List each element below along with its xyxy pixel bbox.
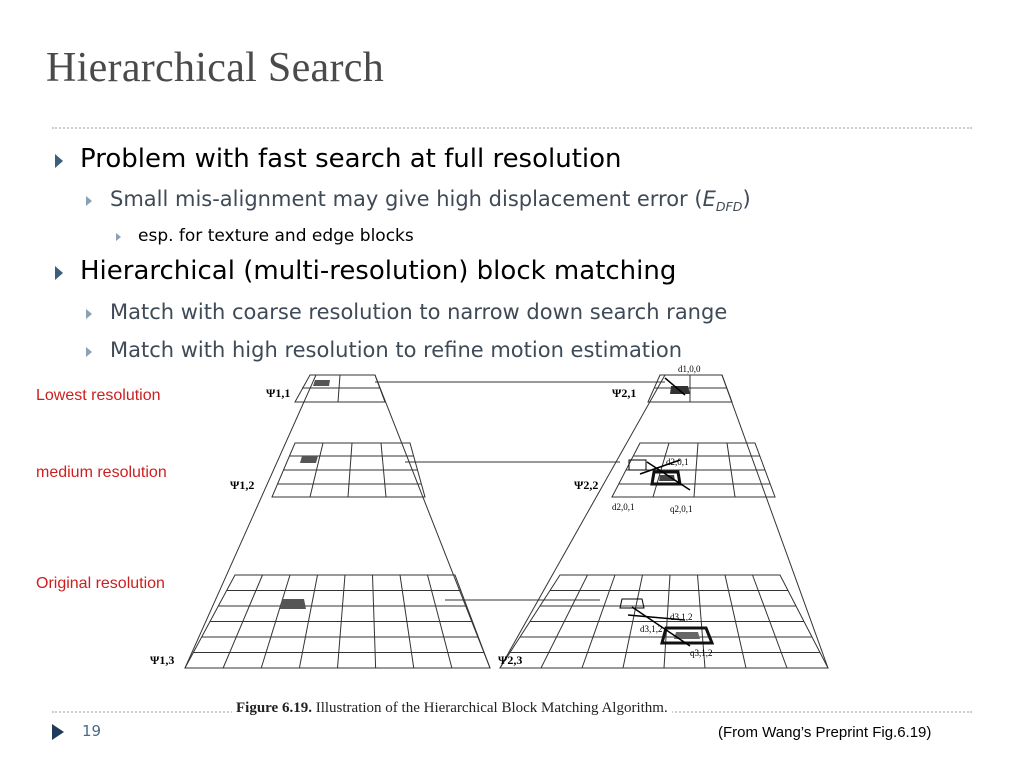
bullet-2: Hierarchical (multi-resolution) block ma… (80, 256, 677, 286)
d100-label: d1,0,0 (678, 365, 701, 374)
psi-2-2-label: Ψ2,2 (574, 478, 598, 492)
bullet-arrow-icon (55, 266, 63, 280)
bullet-2-2: Match with high resolution to refine mot… (110, 338, 683, 362)
d201-tilde-label: d2,0,1 (612, 502, 635, 512)
bullet-arrow-icon (86, 196, 92, 206)
lowest-block-left (313, 380, 330, 386)
page-number: 19 (82, 722, 102, 740)
d312-tilde-label: d3,1,2 (640, 624, 663, 634)
bullet-arrow-icon (55, 154, 63, 168)
label-original-resolution: Original resolution (36, 575, 165, 592)
bullet-1-1-close: ) (742, 187, 751, 211)
figure-caption: Figure 6.19. Illustration of the Hierarc… (232, 700, 672, 717)
label-medium-resolution: medium resolution (36, 464, 167, 481)
mid-block-left (300, 456, 318, 463)
bullet-1-1-text: Small mis-alignment may give high displa… (110, 187, 703, 211)
psi-1-3-label: Ψ1,3 (150, 653, 174, 667)
slide-title: Hierarchical Search (46, 45, 384, 91)
bullet-2-1: Match with coarse resolution to narrow d… (110, 300, 728, 324)
bullet-arrow-icon (86, 347, 92, 357)
figure-caption-number: Figure 6.19. (236, 700, 312, 716)
psi-1-2-label: Ψ1,2 (230, 478, 254, 492)
bullet-arrow-icon (86, 309, 92, 319)
title-divider (52, 127, 972, 129)
d201-label: d2,0,1 (666, 457, 689, 467)
psi-2-1-label: Ψ2,1 (612, 386, 636, 400)
orig-block-left (280, 599, 306, 609)
bullet-1-1: Small mis-alignment may give high displa… (110, 187, 751, 214)
edfd-symbol: E (702, 187, 716, 211)
q312-label: q3,1,2 (690, 648, 713, 658)
bullet-arrow-icon (116, 233, 121, 241)
d312-label: d3,1,2 (670, 612, 693, 622)
bullet-1: Problem with fast search at full resolut… (80, 144, 622, 174)
orig-block-right (660, 626, 715, 645)
psi-1-1-label: Ψ1,1 (266, 386, 290, 400)
q201-label: q2,0,1 (670, 504, 693, 514)
label-lowest-resolution: Lowest resolution (36, 387, 161, 404)
hierarchical-block-matching-figure: Ψ1,1 Ψ1,2 Ψ1,3 Ψ2,1 Ψ2,2 Ψ2,3 d1,0,0 d2,… (150, 365, 829, 669)
slide-nav-arrow-icon (52, 724, 64, 740)
psi-2-3-label: Ψ2,3 (498, 653, 522, 667)
source-note: (From Wang’s Preprint Fig.6.19) (718, 724, 932, 741)
edfd-subscript: DFD (715, 199, 743, 215)
figure-caption-text: Illustration of the Hierarchical Block M… (315, 700, 668, 716)
bullet-1-1-1: esp. for texture and edge blocks (138, 226, 414, 246)
